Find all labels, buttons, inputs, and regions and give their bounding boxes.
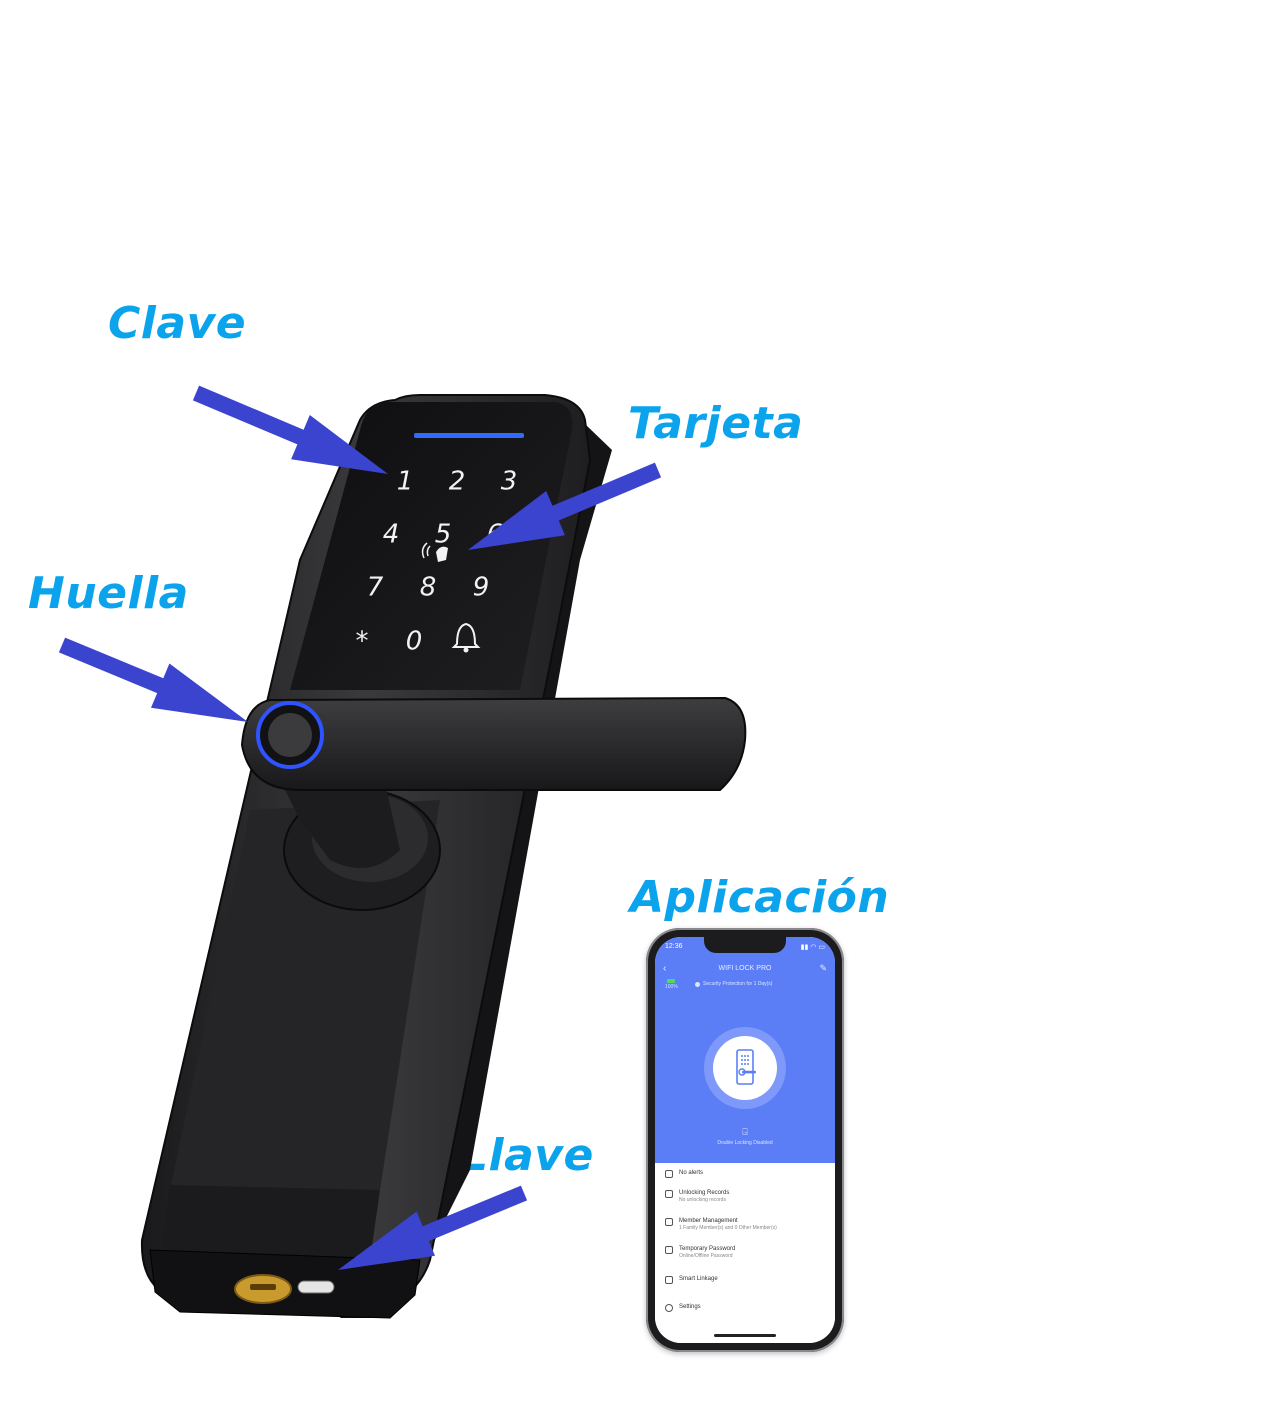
phone-notch — [704, 937, 786, 953]
battery-indicator: 100% — [665, 979, 678, 990]
phone-mockup: 12:36 ▮▮ ◠ ▭ ‹ WIFI LOCK PRO ✎ 100% Secu… — [646, 928, 844, 1352]
status-icons: ▮▮ ◠ ▭ — [800, 944, 825, 951]
gear-icon — [665, 1304, 673, 1312]
status-time: 12:36 — [665, 943, 683, 950]
key-9[interactable]: 9 — [473, 573, 490, 603]
home-indicator — [714, 1334, 776, 1337]
menu-item-member-management[interactable]: Member Management 1 Family Member(s) and… — [655, 1217, 835, 1232]
menu-item-subtitle: Online/Offline Password — [679, 1253, 733, 1259]
status-indicator-bar — [414, 433, 524, 438]
arrow-clave — [192, 385, 388, 474]
key-4[interactable]: 4 — [383, 520, 400, 550]
speaker-icon — [665, 1170, 673, 1178]
battery-icon — [667, 979, 676, 983]
app-title: WIFI LOCK PRO — [718, 964, 772, 972]
menu-item-title: Smart Linkage — [679, 1276, 718, 1282]
door-icon: ⍈ — [742, 1127, 748, 1137]
back-icon[interactable]: ‹ — [663, 962, 667, 974]
menu-item-subtitle: No unlocking records — [679, 1197, 726, 1203]
phone-screen: 12:36 ▮▮ ◠ ▭ ‹ WIFI LOCK PRO ✎ 100% Secu… — [655, 937, 835, 1343]
arrow-huella — [58, 637, 249, 722]
menu-item-title: Unlocking Records — [679, 1190, 730, 1196]
key-2[interactable]: 2 — [449, 467, 466, 497]
lock-status-button[interactable] — [704, 1027, 786, 1109]
label-llave: Llave — [460, 1130, 594, 1181]
doorbell-icon[interactable] — [451, 622, 481, 653]
label-huella: Huella — [28, 568, 189, 619]
status-bar: 12:36 ▮▮ ◠ ▭ — [665, 943, 825, 951]
lock-circle-inner — [713, 1036, 777, 1100]
app-header-panel: 12:36 ▮▮ ◠ ▭ ‹ WIFI LOCK PRO ✎ 100% Secu… — [655, 937, 835, 1163]
menu-item-unlocking-records[interactable]: Unlocking Records No unlocking records — [655, 1189, 835, 1204]
key-3[interactable]: 3 — [501, 467, 518, 497]
keypad-icon — [665, 1246, 673, 1254]
arrow-llave — [338, 1185, 528, 1270]
shield-icon — [695, 981, 700, 987]
double-locking-status: ⍈ Double Locking Disabled — [655, 1127, 835, 1146]
app-bar: ‹ WIFI LOCK PRO ✎ — [655, 959, 835, 977]
door-lock-icon — [736, 1049, 756, 1085]
menu-item-smart-linkage[interactable]: Smart Linkage — [655, 1275, 835, 1284]
label-tarjeta: Tarjeta — [628, 398, 804, 449]
menu-item-temporary-password[interactable]: Temporary Password Online/Offline Passwo… — [655, 1245, 835, 1260]
toggle-icon — [665, 1276, 673, 1284]
card-reader-icon — [421, 542, 448, 562]
members-icon — [665, 1218, 673, 1226]
security-text: Security Protection for 1 Day(s) — [703, 981, 773, 987]
menu-item-title: Member Management — [679, 1218, 738, 1224]
key-8[interactable]: 8 — [420, 573, 437, 603]
app-menu: No alerts Unlocking Records No unlocking… — [655, 1163, 835, 1343]
keypad-panel — [290, 402, 573, 690]
key-7[interactable]: 7 — [367, 573, 384, 603]
usb-port — [297, 1280, 335, 1294]
menu-item-title: Temporary Password — [679, 1246, 736, 1252]
label-aplicacion: Aplicación — [630, 872, 890, 923]
menu-item-subtitle: 1 Family Member(s) and 0 Other Member(s) — [679, 1225, 777, 1231]
keyhole-slot — [250, 1284, 276, 1290]
edit-icon[interactable]: ✎ — [819, 962, 827, 973]
key-star[interactable]: * — [356, 627, 369, 657]
key-1[interactable]: 1 — [397, 467, 414, 497]
keypad-keys: 123456789*0 — [356, 467, 518, 657]
menu-item-title: No alerts — [679, 1170, 704, 1176]
double-locking-text: Double Locking Disabled — [717, 1140, 773, 1146]
label-clave: Clave — [108, 298, 247, 349]
key-5[interactable]: 5 — [435, 520, 452, 550]
records-icon — [665, 1190, 673, 1198]
lever-handle — [240, 696, 747, 791]
menu-item-title: Settings — [679, 1304, 701, 1310]
menu-item-alerts[interactable]: No alerts — [655, 1169, 835, 1178]
arrow-tarjeta — [468, 462, 662, 550]
menu-item-settings[interactable]: Settings — [655, 1303, 835, 1312]
security-status: Security Protection for 1 Day(s) — [695, 981, 772, 987]
key-0[interactable]: 0 — [406, 627, 423, 657]
lock-bottom-lip — [160, 1185, 380, 1260]
battery-label: 100% — [665, 984, 678, 990]
